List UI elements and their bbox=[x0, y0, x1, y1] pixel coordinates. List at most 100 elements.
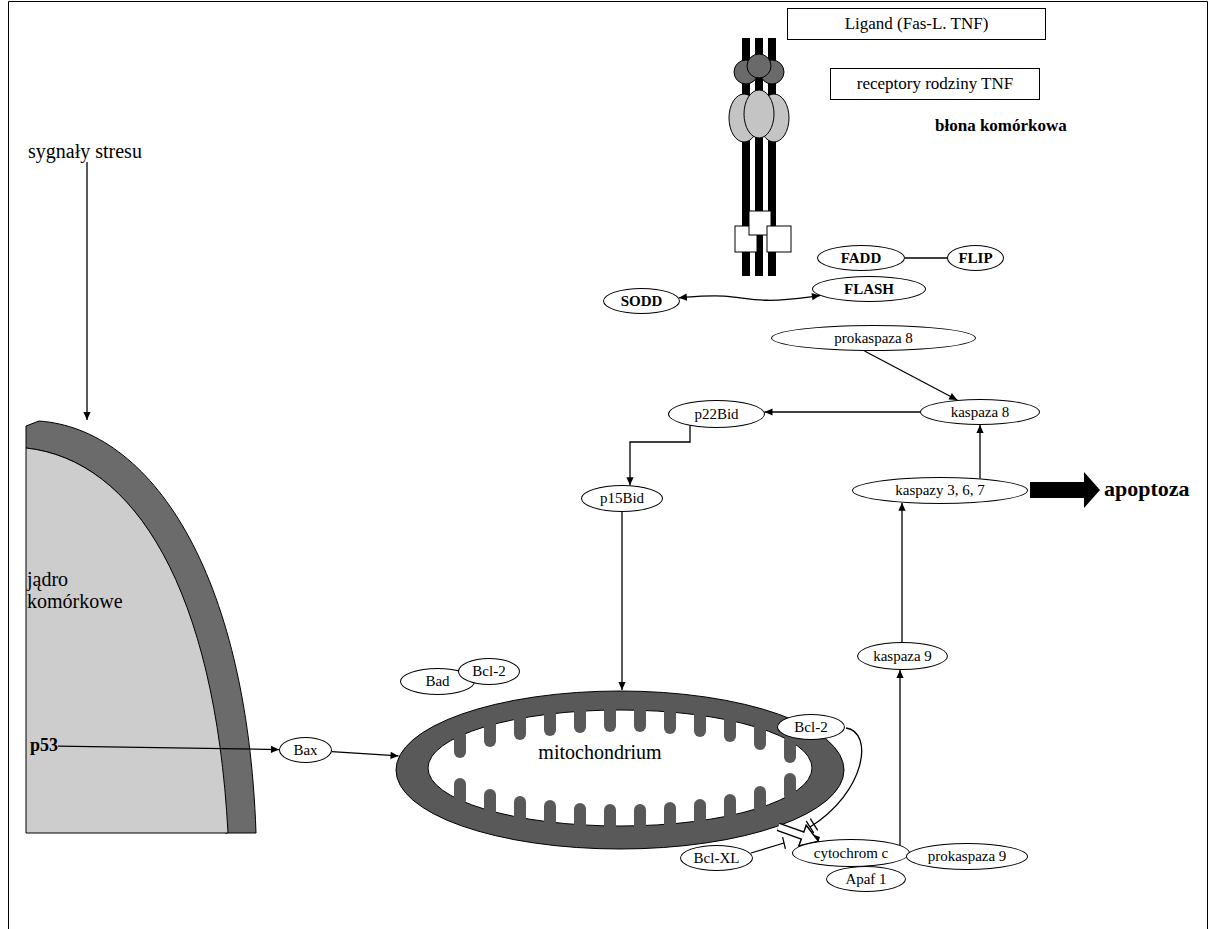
receptor-domain bbox=[747, 54, 771, 78]
crista bbox=[484, 789, 496, 817]
node-text: p22Bid bbox=[694, 406, 738, 423]
ligand-box: Ligand (Fas-L. TNF) bbox=[787, 8, 1046, 40]
arrow bbox=[765, 411, 920, 412]
outer-membrane bbox=[396, 691, 844, 849]
crista bbox=[484, 719, 496, 747]
node-text: FLIP bbox=[958, 250, 992, 267]
protein-ellipse: prokaspaza 8 bbox=[771, 325, 976, 351]
receptor-domain bbox=[744, 90, 774, 138]
node-text: p53 bbox=[30, 736, 58, 756]
node-text: FADD bbox=[841, 250, 882, 267]
node-text: SODD bbox=[621, 293, 663, 310]
node-text: kaspazy 3, 6, 7 bbox=[895, 482, 985, 499]
inhibition-line bbox=[751, 843, 784, 853]
arrow bbox=[899, 670, 900, 845]
node-text: Bcl-2 bbox=[472, 663, 505, 680]
node-text: kaspaza 8 bbox=[951, 404, 1010, 421]
figure-frame bbox=[9, 2, 1208, 929]
crista bbox=[694, 799, 706, 827]
protein-ellipse: p15Bid bbox=[581, 485, 663, 512]
node-text: Apaf 1 bbox=[845, 871, 886, 888]
protein-ellipse: Bax bbox=[279, 737, 332, 763]
crista bbox=[724, 714, 736, 742]
crista bbox=[514, 796, 526, 824]
arrow bbox=[979, 425, 980, 478]
protein-ellipse: Bcl-2 bbox=[458, 658, 520, 685]
crista bbox=[514, 712, 526, 740]
node-text: Ligand (Fas-L. TNF) bbox=[845, 15, 989, 34]
node-text: prokaspaza 9 bbox=[928, 848, 1007, 865]
nucleus-outline bbox=[25, 420, 257, 834]
protein-ellipse: Bcl-2 bbox=[777, 714, 845, 740]
crista bbox=[634, 804, 646, 832]
outcome-label: apoptoza bbox=[1104, 477, 1190, 501]
receptor-box: receptory rodziny TNF bbox=[830, 68, 1040, 100]
crista bbox=[544, 708, 556, 736]
node-text: sygnały stresu bbox=[28, 140, 142, 162]
crista bbox=[664, 802, 676, 830]
gene-label: p53 bbox=[30, 736, 58, 756]
crista bbox=[574, 705, 586, 733]
node-text: cytochrom c bbox=[814, 845, 889, 862]
crista bbox=[604, 704, 616, 732]
arrow bbox=[901, 503, 902, 642]
crista bbox=[634, 704, 646, 732]
node-text: p15Bid bbox=[600, 490, 644, 507]
crista bbox=[544, 800, 556, 828]
node-text: jądro komórkowe bbox=[27, 568, 139, 612]
protein-ellipse: kaspazy 3, 6, 7 bbox=[852, 477, 1028, 504]
nucleoplasm bbox=[26, 448, 228, 833]
crista bbox=[574, 803, 586, 831]
arrow bbox=[630, 426, 690, 486]
protein-ellipse: cytochrom c bbox=[792, 839, 910, 867]
mitochondrion: mitochondrium bbox=[395, 690, 845, 850]
arrow-fill bbox=[778, 827, 803, 836]
connector-line bbox=[905, 257, 947, 258]
node-text: Bax bbox=[293, 742, 317, 759]
protein-ellipse: kaspaza 8 bbox=[920, 399, 1040, 425]
protein-ellipse: Apaf 1 bbox=[826, 866, 906, 892]
node-text: Bcl-2 bbox=[794, 719, 827, 736]
node-text: FLASH bbox=[844, 281, 894, 298]
crista bbox=[784, 773, 796, 801]
crista bbox=[454, 730, 466, 758]
node-text: prokaspaza 8 bbox=[834, 330, 913, 347]
mitochondrion-outline bbox=[395, 690, 845, 850]
crista bbox=[694, 709, 706, 737]
cell-nucleus: jądro komórkowe p53 bbox=[25, 420, 257, 834]
receptor-symbol bbox=[729, 38, 791, 276]
outcome-label-text: apoptoza bbox=[1104, 477, 1190, 501]
crista bbox=[664, 706, 676, 734]
protein-ellipse: FADD bbox=[817, 245, 905, 271]
crista bbox=[724, 794, 736, 822]
arrow bbox=[332, 752, 399, 756]
protein-ellipse: p22Bid bbox=[668, 400, 765, 428]
protein-ellipse: prokaspaza 9 bbox=[906, 843, 1028, 870]
protein-ellipse: FLASH bbox=[812, 276, 926, 302]
protein-ellipse: kaspaza 9 bbox=[857, 642, 948, 670]
crista bbox=[604, 804, 616, 832]
crista bbox=[784, 735, 796, 763]
node-text: mitochondrium bbox=[538, 741, 661, 763]
node-text: receptory rodziny TNF bbox=[857, 75, 1013, 94]
node-text: kaspaza 9 bbox=[873, 648, 932, 665]
node-text: Bad bbox=[425, 673, 449, 690]
matrix bbox=[428, 710, 812, 826]
node-text: Bcl-XL bbox=[694, 850, 740, 867]
crista bbox=[454, 778, 466, 806]
protein-ellipse: FLIP bbox=[947, 245, 1004, 271]
stress-signal: sygnały stresu bbox=[28, 140, 142, 162]
membrane-label-text: błona komórkowa bbox=[935, 117, 1067, 136]
protein-ellipse: Bcl-XL bbox=[680, 845, 753, 871]
protein-ellipse: SODD bbox=[603, 288, 680, 314]
arrow bbox=[621, 512, 622, 690]
crista bbox=[754, 786, 766, 814]
crista bbox=[754, 722, 766, 750]
arrow bbox=[778, 827, 818, 841]
membrane-label: błona komórkowa bbox=[935, 117, 1067, 136]
inhibition-bar bbox=[810, 819, 817, 831]
arrow bbox=[86, 162, 87, 420]
outcome-arrow bbox=[1030, 472, 1100, 508]
